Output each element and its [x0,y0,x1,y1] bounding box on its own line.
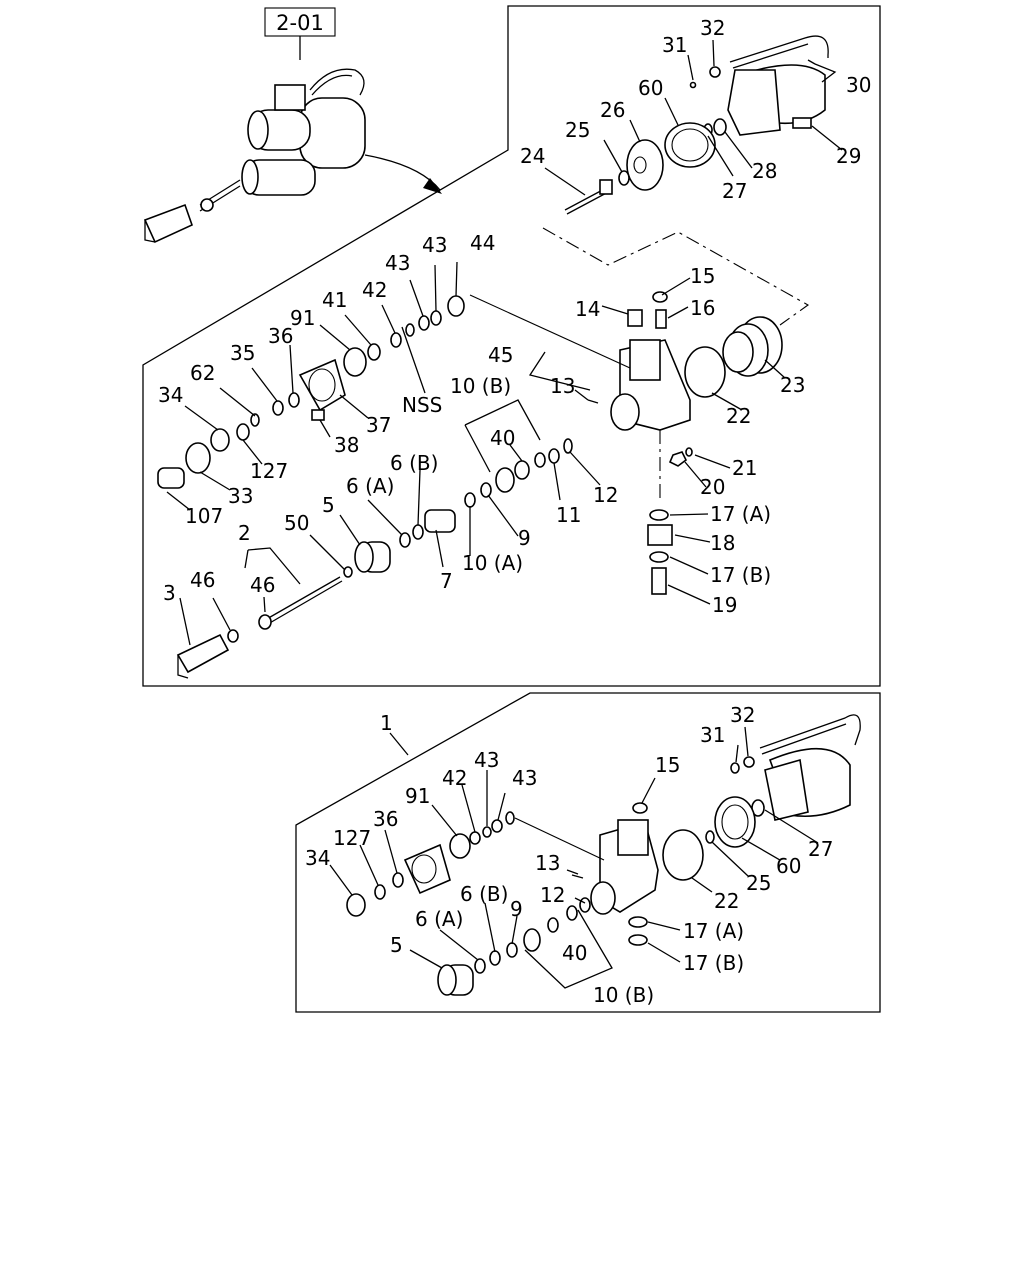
callout-2: 2 [238,521,251,545]
callout-36-lower: 36 [373,807,398,831]
callout-10b: 10 (B) [450,374,511,398]
callout-23: 23 [780,373,805,397]
callout-12: 12 [593,483,618,507]
callout-35: 35 [230,341,255,365]
callout-7: 7 [440,569,453,593]
callout-25: 25 [565,118,590,142]
callout-27: 27 [722,179,747,203]
callout-45: 45 [488,343,513,367]
callout-13: 13 [550,374,575,398]
callout-91: 91 [290,306,315,330]
callout-11: 11 [556,503,581,527]
callout-17b-lower: 17 (B) [683,951,744,975]
callout-32: 32 [700,16,725,40]
callout-43a-lower: 43 [512,766,537,790]
callout-nss: NSS [402,393,442,417]
callout-17a: 17 (A) [710,502,771,526]
callout-6b: 6 (B) [390,451,438,475]
reference-label-text: 2-01 [276,11,324,35]
callout-16: 16 [690,296,715,320]
upper-parts-illustration [157,35,829,679]
callout-29: 29 [836,144,861,168]
callout-9-lower: 9 [510,897,523,921]
callout-27-lower: 27 [808,837,833,861]
callout-50: 50 [284,511,309,535]
callout-9: 9 [518,526,531,550]
callout-91-lower: 91 [405,784,430,808]
callout-22: 22 [726,404,751,428]
callout-40: 40 [490,426,515,450]
callout-60: 60 [638,76,663,100]
reference-label: 2-01 [264,7,336,37]
callout-21: 21 [732,456,757,480]
callout-44: 44 [470,231,495,255]
callout-42: 42 [362,278,387,302]
callout-17b: 17 (B) [710,563,771,587]
callout-5-lower: 5 [390,933,403,957]
callout-127-lower: 127 [333,826,371,850]
lower-leader-lines [329,726,819,989]
callout-42-lower: 42 [442,766,467,790]
callout-6b-lower: 6 (B) [460,882,508,906]
callout-46a: 46 [250,573,275,597]
callout-31-lower: 31 [700,723,725,747]
callout-15-lower: 15 [655,753,680,777]
lower-callouts: 1 31 32 15 43 43 42 91 36 127 34 27 60 2… [305,703,833,1007]
callout-10b-lower: 10 (B) [593,983,654,1007]
callout-3: 3 [163,581,176,605]
upper-callouts: 24 25 26 60 31 32 30 29 28 27 15 14 16 2… [158,16,871,617]
callout-12-lower: 12 [540,883,565,907]
callout-6a-lower: 6 (A) [415,907,463,931]
callout-13-lower: 13 [535,851,560,875]
reference-assembly-illustration [143,36,442,244]
callout-5: 5 [322,493,335,517]
callout-127: 127 [250,459,288,483]
callout-37: 37 [366,413,391,437]
callout-24: 24 [520,144,545,168]
callout-14: 14 [575,297,600,321]
callout-60-lower: 60 [776,854,801,878]
callout-18: 18 [710,531,735,555]
upper-panel-frame [142,5,881,687]
callout-26: 26 [600,98,625,122]
callout-46b: 46 [190,568,215,592]
callout-107: 107 [185,504,223,528]
callout-30: 30 [846,73,871,97]
upper-leader-lines [166,39,843,646]
callout-34: 34 [158,383,183,407]
callout-19: 19 [712,593,737,617]
callout-10a: 10 (A) [462,551,523,575]
callout-25-lower: 25 [746,871,771,895]
callout-28: 28 [752,159,777,183]
callout-62: 62 [190,361,215,385]
callout-32-lower: 32 [730,703,755,727]
callout-34-lower: 34 [305,846,330,870]
callout-15: 15 [690,264,715,288]
callout-1: 1 [380,711,393,735]
callout-43b: 43 [385,251,410,275]
callout-6a: 6 (A) [346,474,394,498]
lower-panel-frame [295,692,881,1013]
callout-36: 36 [268,324,293,348]
callout-33: 33 [228,484,253,508]
callout-43b-lower: 43 [474,748,499,772]
callout-40-lower: 40 [562,941,587,965]
callout-38: 38 [334,433,359,457]
lower-parts-illustration [346,714,861,996]
callout-22-lower: 22 [714,889,739,913]
callout-20: 20 [700,475,725,499]
callout-43a: 43 [422,233,447,257]
callout-31: 31 [662,33,687,57]
callout-41: 41 [322,288,347,312]
callout-17a-lower: 17 (A) [683,919,744,943]
